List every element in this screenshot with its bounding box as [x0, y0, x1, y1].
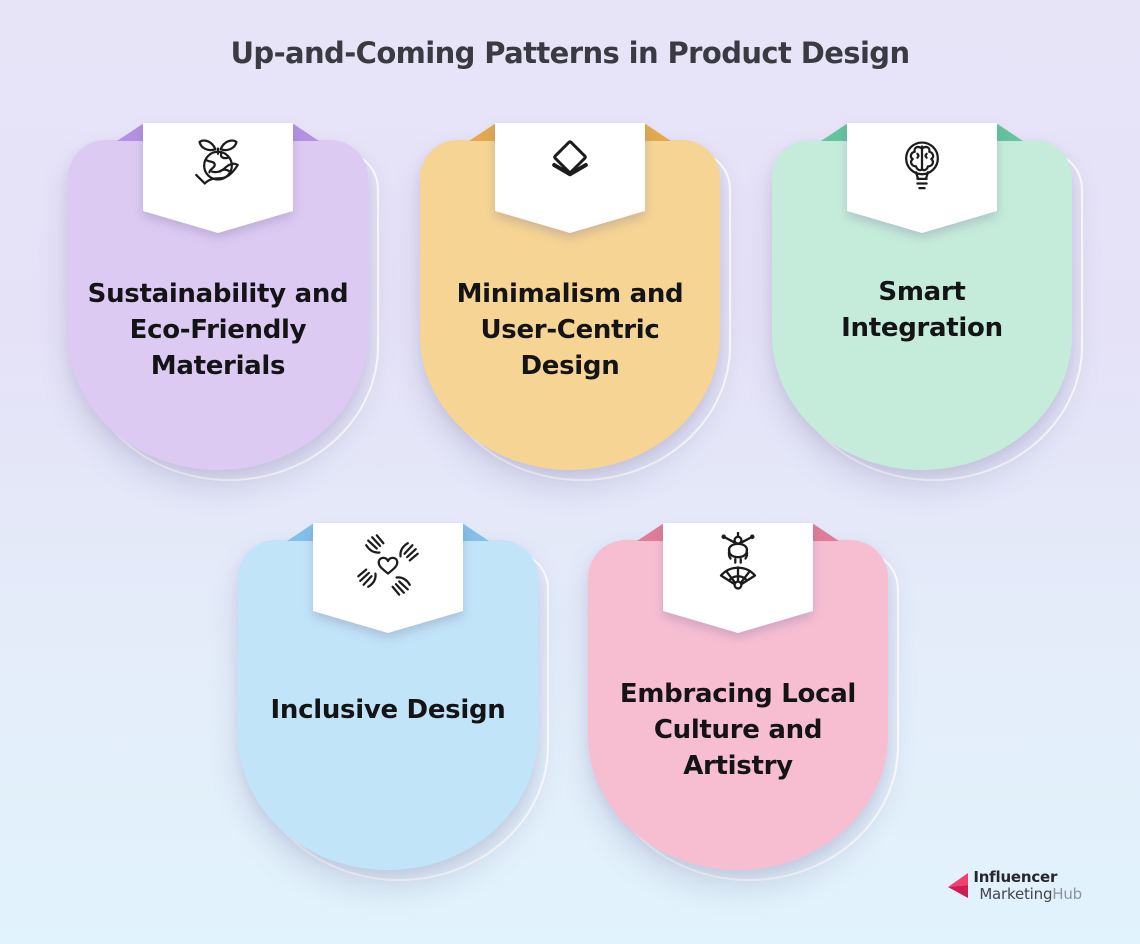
ribbon-fold-right [462, 523, 489, 541]
eco-hand-icon [195, 139, 239, 185]
inclusive-hands-icon [357, 534, 419, 596]
ribbon-fold-right [644, 123, 671, 141]
culture-fan-icon [719, 532, 757, 590]
ribbon-fold-right [812, 523, 839, 541]
page-title: Up-and-Coming Patterns in Product Design [230, 36, 910, 70]
card-label: Smart Integration [841, 277, 1003, 343]
card-local-culture: Embracing Local Culture and Artistry [588, 523, 899, 881]
ribbon-fold-left [287, 523, 314, 541]
logo-line1: Influencer [973, 868, 1058, 886]
card-label: Inclusive Design [270, 695, 506, 726]
smart-bulb-icon [905, 141, 939, 190]
card-label: Sustainability and Eco-Friendly Material… [87, 279, 349, 381]
ribbon-banner [143, 123, 293, 233]
ribbon-fold-left [117, 123, 144, 141]
logo-text: Influencer MarketingHub [973, 869, 1082, 902]
card-minimalism: Minimalism and User-Centric Design [420, 123, 731, 481]
ribbon-fold-left [821, 123, 848, 141]
card-sustainability: Sustainability and Eco-Friendly Material… [68, 123, 379, 481]
ribbon-banner [313, 523, 463, 633]
ribbon-banner [847, 123, 997, 233]
card-inclusive-design: Inclusive Design [238, 523, 549, 881]
card-smart-integration: Smart Integration [772, 123, 1083, 481]
card-label: Minimalism and User-Centric Design [456, 279, 684, 381]
influencer-marketinghub-logo: Influencer MarketingHub [945, 869, 1082, 902]
ribbon-fold-left [637, 523, 664, 541]
ribbon-fold-right [996, 123, 1023, 141]
layers-icon [552, 140, 588, 177]
logo-arrow-icon [948, 873, 969, 898]
logo-word-hub: Hub [1052, 884, 1082, 903]
logo-line2: MarketingHub [979, 884, 1082, 903]
card-label: Embracing Local Culture and Artistry [619, 679, 857, 781]
ribbon-fold-right [292, 123, 319, 141]
logo-word-marketing: Marketing [979, 884, 1053, 903]
ribbon-banner [663, 523, 813, 633]
ribbon-fold-left [469, 123, 496, 141]
ribbon-banner [495, 123, 645, 233]
